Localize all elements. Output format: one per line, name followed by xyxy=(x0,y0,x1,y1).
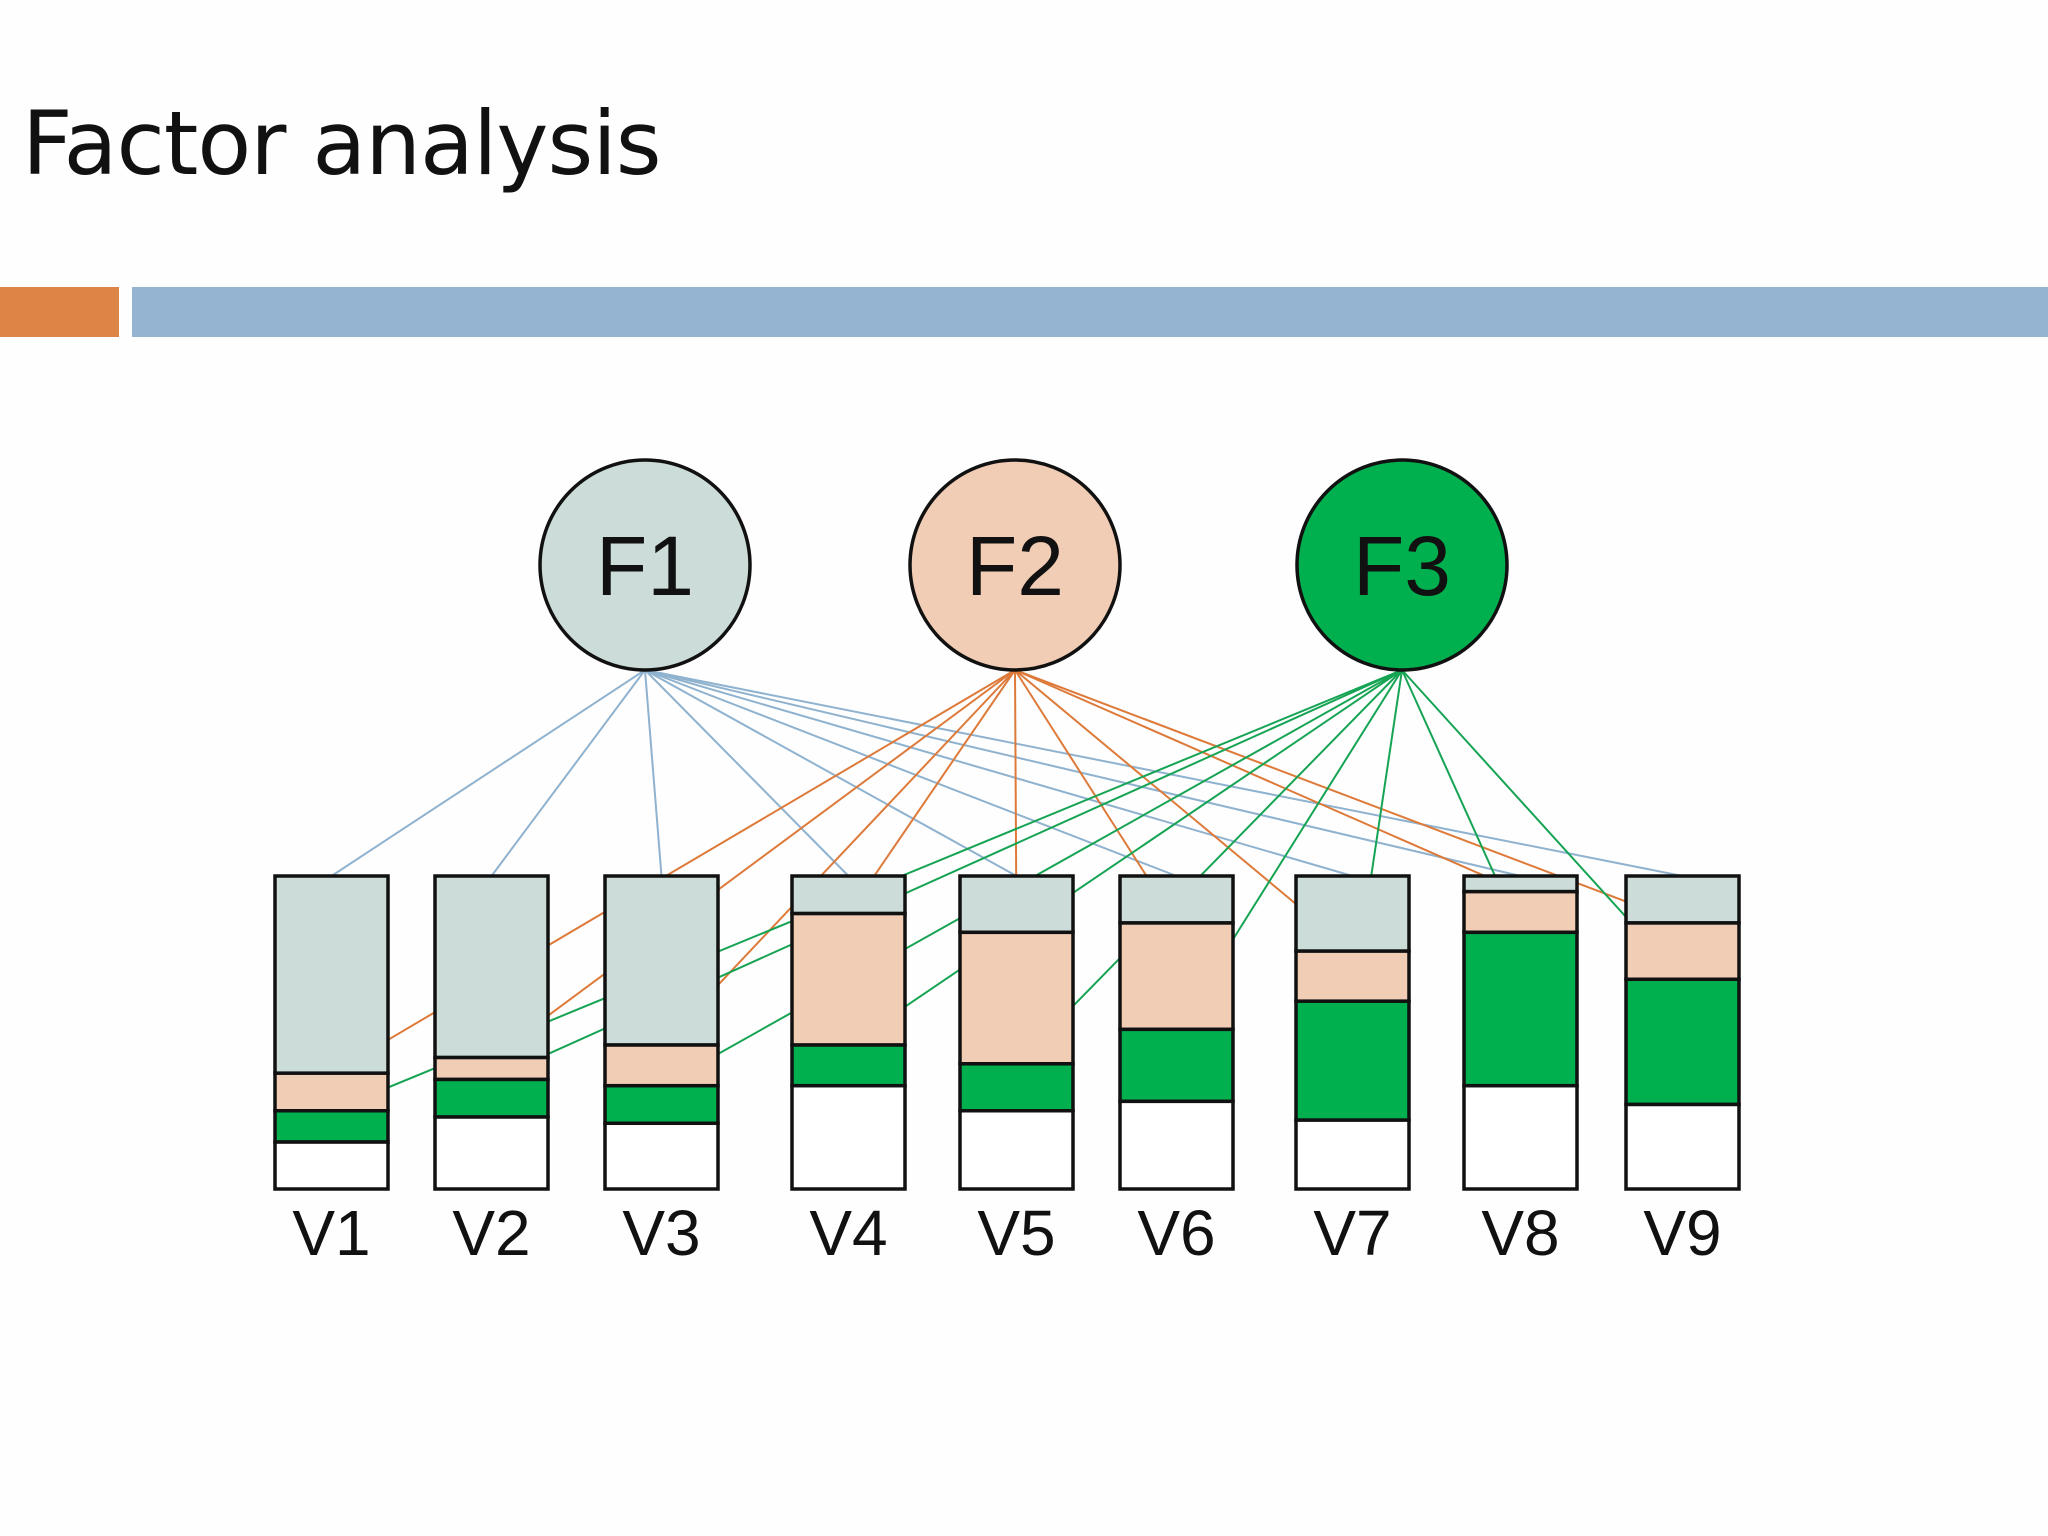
factor-1-share xyxy=(958,874,1075,935)
variable-label-v4: V4 xyxy=(809,1197,887,1269)
factor-1-share xyxy=(603,874,720,1047)
variable-label-v9: V9 xyxy=(1643,1197,1721,1269)
factor-label: F3 xyxy=(1353,519,1451,613)
loading-line-f2-v4 xyxy=(847,669,1016,915)
variable-bar-v4 xyxy=(790,874,907,1191)
factor-3-share xyxy=(1624,977,1741,1107)
factor-circle xyxy=(908,458,1122,672)
loading-line-f2-v8 xyxy=(1014,669,1521,893)
factor-2-share xyxy=(433,1055,550,1082)
factor-1-share xyxy=(790,874,907,916)
factor-2-share xyxy=(958,930,1075,1066)
variable-label-v8: V8 xyxy=(1481,1197,1559,1269)
factor-node-f1: F1 xyxy=(538,458,752,672)
title-divider-band xyxy=(132,287,2048,337)
factor-3-share xyxy=(958,1062,1075,1113)
unique-share xyxy=(273,1140,390,1191)
variable-bar-v2 xyxy=(433,874,550,1191)
variable-label-v2: V2 xyxy=(452,1197,530,1269)
factor-1-share xyxy=(1118,874,1235,925)
factor-label: F1 xyxy=(596,519,694,613)
variable-label-v7: V7 xyxy=(1313,1197,1391,1269)
variable-label-v6: V6 xyxy=(1137,1197,1215,1269)
factor-1-share xyxy=(273,874,390,1075)
factor-3-share xyxy=(1462,930,1579,1088)
loading-line-f2-v3 xyxy=(660,669,1016,1046)
variable-bar-v6 xyxy=(1118,874,1235,1191)
factor-node-f3: F3 xyxy=(1295,458,1509,672)
variable-bar-v7 xyxy=(1294,874,1411,1191)
factor-2-share xyxy=(603,1043,720,1088)
variable-label-v1: V1 xyxy=(292,1197,370,1269)
factor-1-share xyxy=(1624,874,1741,925)
factor-3-share xyxy=(1294,999,1411,1122)
variable-bar-v8 xyxy=(1462,874,1579,1191)
factor-label: F2 xyxy=(966,519,1064,613)
loading-line-f1-v1 xyxy=(330,669,646,877)
variable-bar-v5 xyxy=(958,874,1075,1191)
factor-3-share xyxy=(603,1083,720,1126)
factor-1-share xyxy=(1462,874,1579,894)
variable-bars xyxy=(273,874,1741,1191)
unique-share xyxy=(1294,1118,1411,1191)
unique-share xyxy=(790,1083,907,1191)
loading-line-f1-v2 xyxy=(490,669,646,877)
factor-nodes: F1 F2 F3 xyxy=(538,458,1509,672)
variable-label-v5: V5 xyxy=(977,1197,1055,1269)
unique-share xyxy=(433,1115,550,1191)
factor-circle xyxy=(1295,458,1509,672)
factor-3-share xyxy=(273,1109,390,1144)
factor-1-share xyxy=(1294,874,1411,953)
factor-2-share xyxy=(1624,921,1741,982)
factor-3-share xyxy=(790,1043,907,1088)
factor-2-share xyxy=(1294,949,1411,1003)
title-accent-band xyxy=(0,287,119,337)
variable-bar-v1 xyxy=(273,874,390,1191)
factor-node-f2: F2 xyxy=(908,458,1122,672)
loading-line-f1-v5 xyxy=(644,669,1017,877)
unique-share xyxy=(1462,1083,1579,1191)
factor-3-share xyxy=(1118,1027,1235,1104)
unique-share xyxy=(1118,1099,1235,1191)
loading-line-f3-v5 xyxy=(1015,669,1403,1065)
loading-line-f1-v7 xyxy=(644,669,1353,877)
variable-labels: V1 V2 V3 V4 V5 V6 V7 V8 V9 xyxy=(292,1197,1721,1269)
variable-bar-v3 xyxy=(603,874,720,1191)
loading-line-f1-v6 xyxy=(644,669,1177,877)
loading-line-f1-v3 xyxy=(644,669,663,877)
factor-1-share xyxy=(433,874,550,1060)
factor-2-share xyxy=(790,911,907,1047)
variable-label-v3: V3 xyxy=(622,1197,700,1269)
factor-2-share xyxy=(1118,921,1235,1032)
factor-2-share xyxy=(273,1071,390,1113)
variable-bar-v9 xyxy=(1624,874,1741,1191)
loading-line-f1-v9 xyxy=(644,669,1683,877)
unique-share xyxy=(1624,1102,1741,1191)
factor-2-share xyxy=(1462,889,1579,935)
slide-title: Factor analysis xyxy=(22,92,662,195)
loading-line-f3-v4 xyxy=(847,669,1403,1046)
loading-line-f1-v8 xyxy=(644,669,1521,877)
loading-line-f2-v2 xyxy=(490,669,1016,1059)
factor-3-share xyxy=(433,1077,550,1119)
loading-line-f1-v4 xyxy=(644,669,850,877)
unique-share xyxy=(603,1121,720,1191)
unique-share xyxy=(958,1109,1075,1191)
factor-circle xyxy=(538,458,752,672)
